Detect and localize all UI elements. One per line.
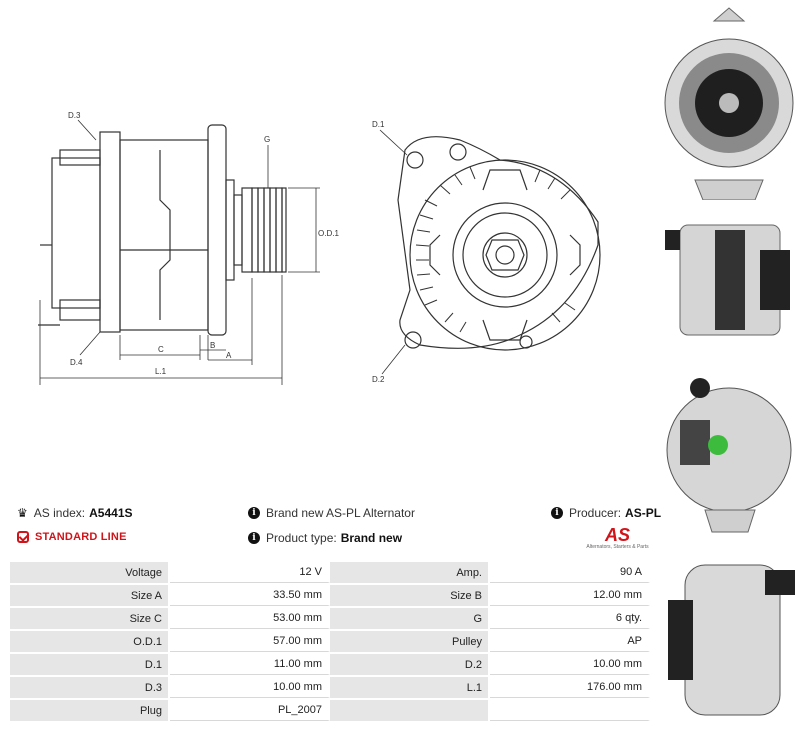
- table-row: Plug PL_2007: [10, 700, 650, 721]
- standard-line: STANDARD LINE: [17, 531, 127, 543]
- producer-value: AS-PL: [625, 506, 662, 520]
- technical-drawing: D.3 D.4 G O.D.1 C B A L.1 D.1 D.2: [38, 111, 601, 385]
- product-photo-rear[interactable]: [660, 370, 798, 535]
- table-row: D.3 10.00 mm L.1 176.00 mm: [10, 677, 650, 698]
- spec-label: G: [330, 608, 490, 629]
- specs-table: Voltage 12 V Amp. 90 A Size A 33.50 mm S…: [10, 560, 650, 723]
- spec-label: D.1: [10, 654, 170, 675]
- spec-value: [490, 700, 650, 721]
- spec-value: 11.00 mm: [170, 654, 330, 675]
- label-d3: D.3: [68, 111, 81, 120]
- logo-mark: AS: [604, 525, 630, 545]
- spec-label: D.3: [10, 677, 170, 698]
- producer: i Producer: AS-PL: [551, 506, 661, 520]
- spec-value: 57.00 mm: [170, 631, 330, 652]
- spec-label: Pulley: [330, 631, 490, 652]
- check-icon: [17, 531, 29, 543]
- label-d4: D.4: [70, 358, 83, 367]
- label-c: C: [158, 345, 164, 354]
- as-index-label: AS index:: [33, 506, 86, 520]
- cooling-fins: [415, 166, 576, 333]
- spec-label: Size A: [10, 585, 170, 606]
- label-d1: D.1: [372, 120, 385, 129]
- tag-icon: ♛: [17, 506, 28, 520]
- spec-label: Size C: [10, 608, 170, 629]
- product-photo-side[interactable]: [660, 205, 798, 355]
- spec-value: 53.00 mm: [170, 608, 330, 629]
- spec-value: AP: [490, 631, 650, 652]
- product-photo-angle[interactable]: [660, 550, 798, 725]
- spec-value: 10.00 mm: [170, 677, 330, 698]
- stator-body: [119, 139, 209, 331]
- spec-label: Plug: [10, 700, 170, 721]
- spec-label: Size B: [330, 585, 490, 606]
- label-l1: L.1: [155, 367, 167, 376]
- spec-label: Voltage: [10, 562, 170, 583]
- label-od1: O.D.1: [318, 229, 339, 238]
- description-text: Brand new AS-PL Alternator: [266, 506, 415, 520]
- logo-tagline: Alternators, Starters & Parts: [586, 544, 649, 550]
- front-flange: [207, 124, 227, 336]
- spec-value: 12 V: [170, 562, 330, 583]
- spec-label: [330, 700, 490, 721]
- pulley-grooves: [251, 187, 287, 273]
- producer-label: Producer:: [569, 506, 622, 520]
- description: i Brand new AS-PL Alternator: [248, 506, 415, 520]
- product-type-label: Product type:: [266, 531, 337, 545]
- spec-label: Amp.: [330, 562, 490, 583]
- table-row: O.D.1 57.00 mm Pulley AP: [10, 631, 650, 652]
- standard-line-label: STANDARD LINE: [35, 531, 127, 543]
- front-view: [397, 136, 601, 351]
- label-g: G: [264, 135, 270, 144]
- spec-value: 6 qty.: [490, 608, 650, 629]
- info-icon: i: [248, 532, 260, 544]
- info-icon: i: [551, 507, 563, 519]
- label-d2: D.2: [372, 375, 385, 384]
- rear-housing: [51, 157, 101, 309]
- spec-value: 10.00 mm: [490, 654, 650, 675]
- table-row: Size A 33.50 mm Size B 12.00 mm: [10, 585, 650, 606]
- product-photo-front[interactable]: [660, 5, 798, 200]
- as-index: ♛ AS index: A5441S: [17, 506, 133, 520]
- spec-value: 33.50 mm: [170, 585, 330, 606]
- table-row: Size C 53.00 mm G 6 qty.: [10, 608, 650, 629]
- label-b: B: [210, 341, 215, 350]
- spec-value: PL_2007: [170, 700, 330, 721]
- rear-flange: [99, 131, 121, 333]
- info-icon: i: [248, 507, 260, 519]
- table-row: D.1 11.00 mm D.2 10.00 mm: [10, 654, 650, 675]
- product-type: i Product type: Brand new: [248, 531, 402, 545]
- spec-value: 176.00 mm: [490, 677, 650, 698]
- product-type-value: Brand new: [340, 531, 403, 545]
- label-a: A: [226, 351, 232, 360]
- spec-label: D.2: [330, 654, 490, 675]
- table-row: Voltage 12 V Amp. 90 A: [10, 562, 650, 583]
- spec-value: 90 A: [490, 562, 650, 583]
- spec-label: O.D.1: [10, 631, 170, 652]
- as-index-value: A5441S: [89, 506, 133, 520]
- spec-value: 12.00 mm: [490, 585, 650, 606]
- spec-label: L.1: [330, 677, 490, 698]
- as-pl-logo: AS Alternators, Starters & Parts: [585, 526, 650, 550]
